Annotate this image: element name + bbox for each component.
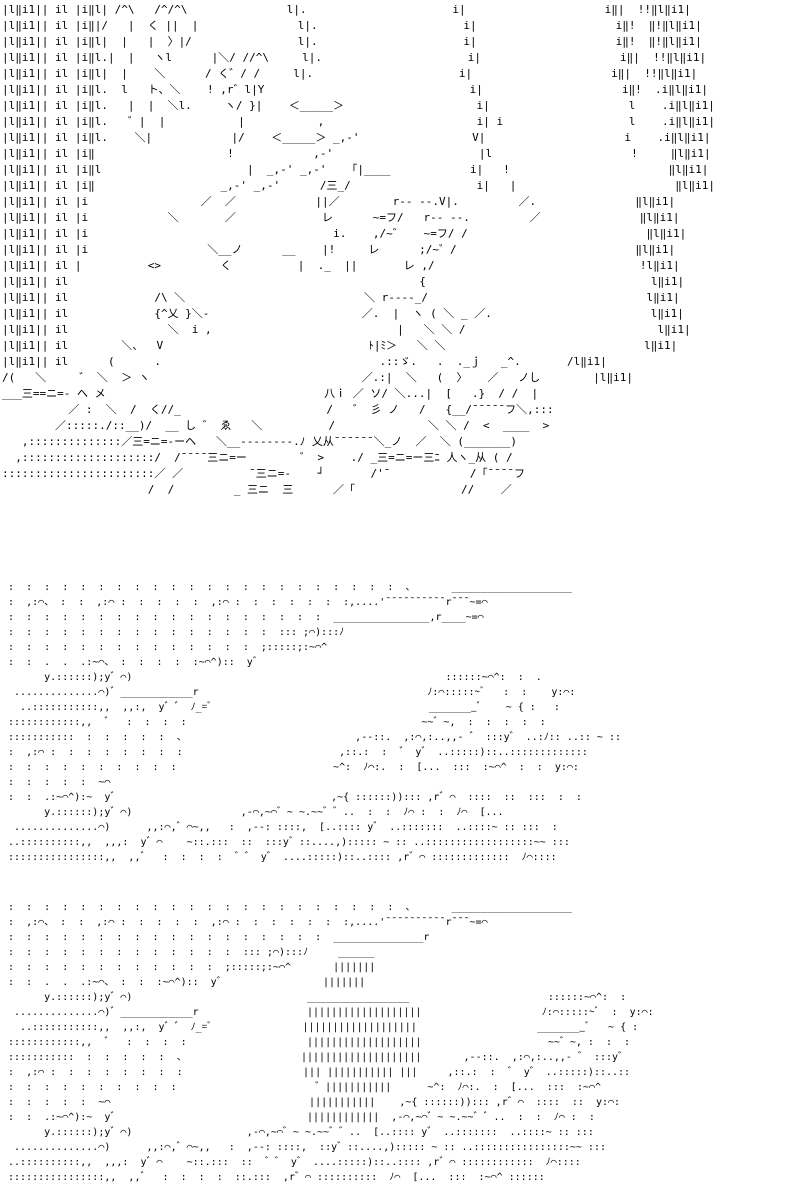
ascii-art-panel-field-with-figure: : : : : : : : : : : : : : : : : : : : : … (0, 898, 800, 1200)
ascii-art-panel-street-scene: |l‖i1|| il |i‖l| /^\ /^/^\ l|. i| i‖| !!… (0, 0, 800, 575)
ascii-art-panel-field: : : : : : : : : : : : : : : : : : : : : … (0, 578, 800, 878)
ascii-art-text: |l‖i1|| il |i‖l| /^\ /^/^\ l|. i| i‖| !!… (2, 3, 715, 496)
ascii-art-text: : : : : : : : : : : : : : : : : : : : : … (8, 582, 621, 863)
ascii-art-text: : : : : : : : : : : : : : : : : : : : : … (8, 902, 654, 1183)
